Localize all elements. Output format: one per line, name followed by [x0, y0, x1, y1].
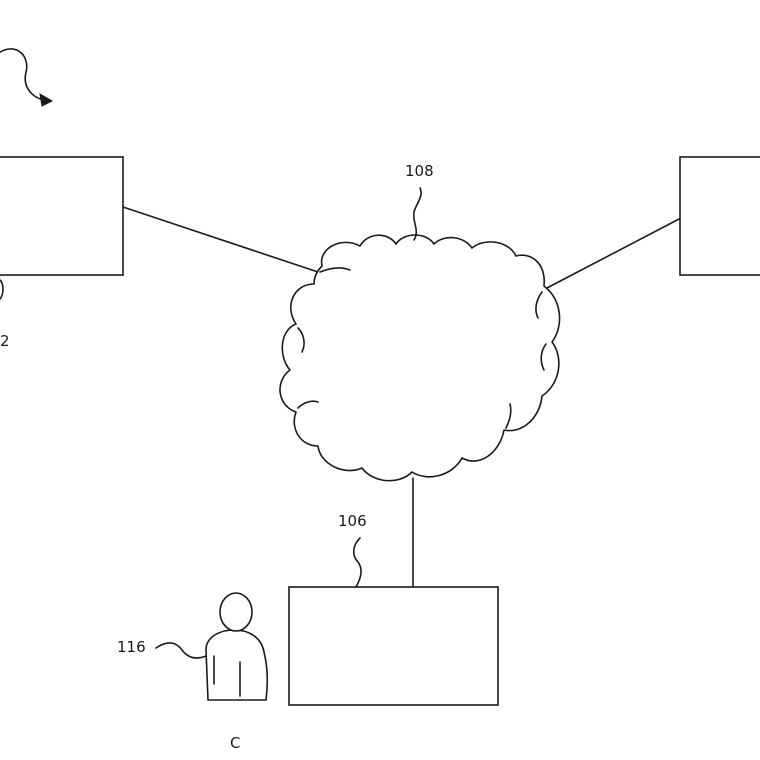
link-right-device-network [545, 218, 681, 289]
left-device-box [0, 157, 123, 275]
bottom-device-label: 106 [338, 512, 367, 530]
left-device-leader [0, 280, 3, 299]
link-left-device-network [123, 207, 318, 272]
user-icon [206, 593, 267, 700]
bottom-device-leader [354, 538, 361, 587]
right-device-box [680, 157, 760, 275]
network-leader [414, 188, 421, 240]
bottom-device-box [289, 587, 498, 705]
figure-reference-arrow [0, 49, 52, 106]
network-cloud [280, 235, 560, 481]
network-label: 108 [405, 162, 434, 180]
left-device-label: 2 [0, 332, 10, 350]
user-leader [156, 643, 206, 658]
user-label: 116 [117, 638, 146, 656]
user-caption: C [230, 734, 240, 752]
